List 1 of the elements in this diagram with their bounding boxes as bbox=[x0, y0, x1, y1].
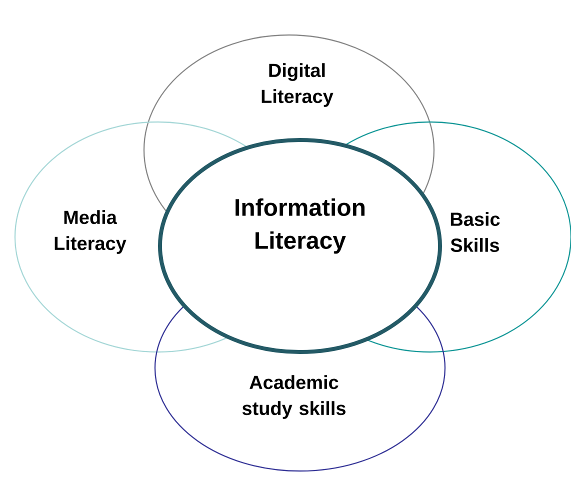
ellipse-node: Information Literacy bbox=[158, 138, 442, 354]
